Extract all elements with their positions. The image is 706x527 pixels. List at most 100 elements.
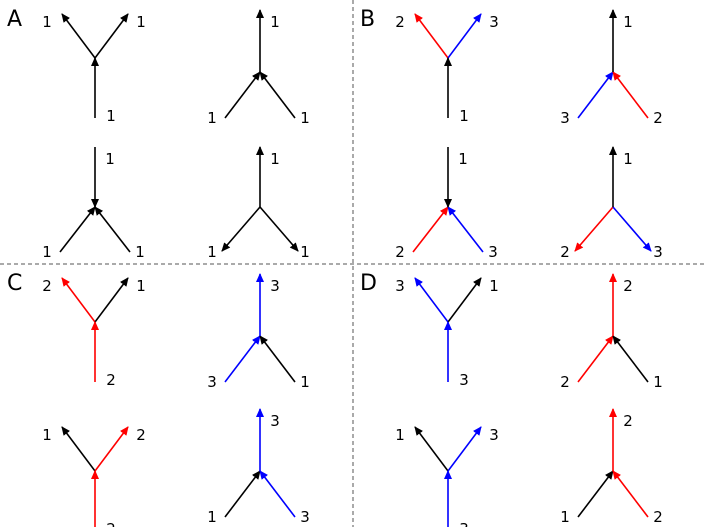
edge-label: 2 — [623, 412, 633, 430]
edge-label: 1 — [135, 243, 145, 261]
edge-label: 3 — [489, 13, 499, 31]
edge-label: 1 — [459, 107, 469, 125]
vertex-split: 1 1 1 — [42, 13, 146, 125]
edge-arrow-black — [224, 71, 261, 119]
panel-c: C 2 1 2 3 1 3 1 2 2 1 3 3 — [7, 271, 310, 527]
vertex-merge: 1 2 2 — [560, 408, 663, 526]
edge-label: 1 — [207, 109, 217, 127]
edge-label: 3 — [300, 508, 310, 526]
panel-d: D313212133122 — [360, 271, 663, 527]
edge-label: 1 — [270, 150, 280, 168]
edge-label: 3 — [270, 277, 280, 295]
edge-arrow-red — [574, 206, 614, 252]
edge-label: 2 — [560, 373, 570, 391]
edge-label: 1 — [105, 150, 115, 168]
edge-label: 1 — [42, 243, 52, 261]
edge-arrow-red — [412, 206, 449, 253]
edge-arrow-black — [577, 470, 614, 518]
edge-arrow-black — [259, 206, 299, 252]
edge-arrow-black — [221, 206, 261, 252]
vertex-merge: 3 1 3 — [207, 273, 310, 391]
vertex-merge: 1 1 1 — [207, 9, 310, 127]
edge-label: 3 — [459, 520, 469, 527]
edge-arrow-blue — [447, 13, 482, 59]
edge-label: 1 — [653, 373, 663, 391]
edge-label: 1 — [395, 426, 405, 444]
edge-label: 1 — [300, 373, 310, 391]
edge-arrow-black — [94, 206, 131, 253]
edge-arrow-red — [414, 13, 449, 59]
panel-letter: B — [360, 7, 375, 32]
edge-arrow-red — [94, 426, 129, 472]
edge-label: 3 — [489, 426, 499, 444]
edge-arrow-black — [61, 426, 96, 472]
vertex-sink: 1 1 1 — [42, 147, 145, 261]
edge-label: 1 — [458, 150, 468, 168]
edge-label: 1 — [136, 13, 146, 31]
edge-label: 2 — [42, 277, 52, 295]
edge-label: 3 — [395, 277, 405, 295]
edge-label: 1 — [106, 107, 116, 125]
edge-arrow-red — [61, 277, 96, 323]
edge-label: 3 — [207, 373, 217, 391]
vertex-split: 1 3 3 — [395, 426, 499, 527]
edge-arrow-blue — [447, 206, 484, 253]
edge-arrow-blue — [612, 206, 652, 252]
edge-label: 1 — [207, 508, 217, 526]
vertex-source: 1 1 1 — [207, 146, 310, 261]
edge-label: 1 — [489, 277, 499, 295]
edge-arrow-blue — [414, 277, 449, 323]
edge-label: 2 — [560, 243, 570, 261]
edge-label: 2 — [106, 371, 116, 389]
edge-arrow-black — [94, 13, 129, 59]
edge-label: 1 — [300, 243, 310, 261]
edge-label: 3 — [459, 371, 469, 389]
edge-arrow-blue — [259, 470, 296, 518]
edge-arrow-red — [612, 71, 649, 119]
edge-arrow-black — [224, 470, 261, 518]
edge-label: 1 — [136, 277, 146, 295]
edge-label: 1 — [207, 243, 217, 261]
edge-arrow-black — [61, 13, 96, 59]
edge-label: 1 — [42, 13, 52, 31]
edge-arrow-black — [612, 335, 649, 383]
edge-arrow-black — [447, 277, 482, 323]
vertex-merge: 2 1 2 — [560, 273, 663, 391]
edge-label: 1 — [560, 508, 570, 526]
edge-label: 1 — [623, 150, 633, 168]
vertex-split: 3 1 3 — [395, 277, 499, 389]
vertex-split: 1 2 2 — [42, 426, 146, 527]
vertex-merge: 1 3 3 — [207, 408, 310, 526]
edge-label: 1 — [270, 13, 280, 31]
edge-arrow-black — [59, 206, 96, 253]
edge-arrow-black — [259, 335, 296, 383]
edge-label: 3 — [270, 412, 280, 430]
edge-label: 1 — [42, 426, 52, 444]
edge-label: 1 — [300, 109, 310, 127]
edge-arrow-black — [414, 426, 449, 472]
edge-arrow-black — [94, 277, 129, 323]
edge-label: 2 — [653, 109, 663, 127]
edge-label: 2 — [136, 426, 146, 444]
edge-arrow-blue — [224, 335, 261, 383]
vertex-split: 2 3 1 — [395, 13, 499, 125]
edge-label: 2 — [395, 13, 405, 31]
vertex-split: 2 1 2 — [42, 277, 146, 389]
edge-arrow-black — [259, 71, 296, 119]
edge-arrow-blue — [577, 71, 614, 119]
edge-label: 2 — [106, 520, 116, 527]
edge-arrow-blue — [447, 426, 482, 472]
edge-arrow-red — [577, 335, 614, 383]
edge-label: 2 — [623, 277, 633, 295]
panel-letter: D — [360, 271, 377, 296]
edge-label: 2 — [653, 508, 663, 526]
edge-label: 1 — [623, 13, 633, 31]
edge-arrow-red — [612, 470, 649, 518]
panel-letter: C — [7, 271, 22, 296]
edge-label: 3 — [488, 243, 498, 261]
